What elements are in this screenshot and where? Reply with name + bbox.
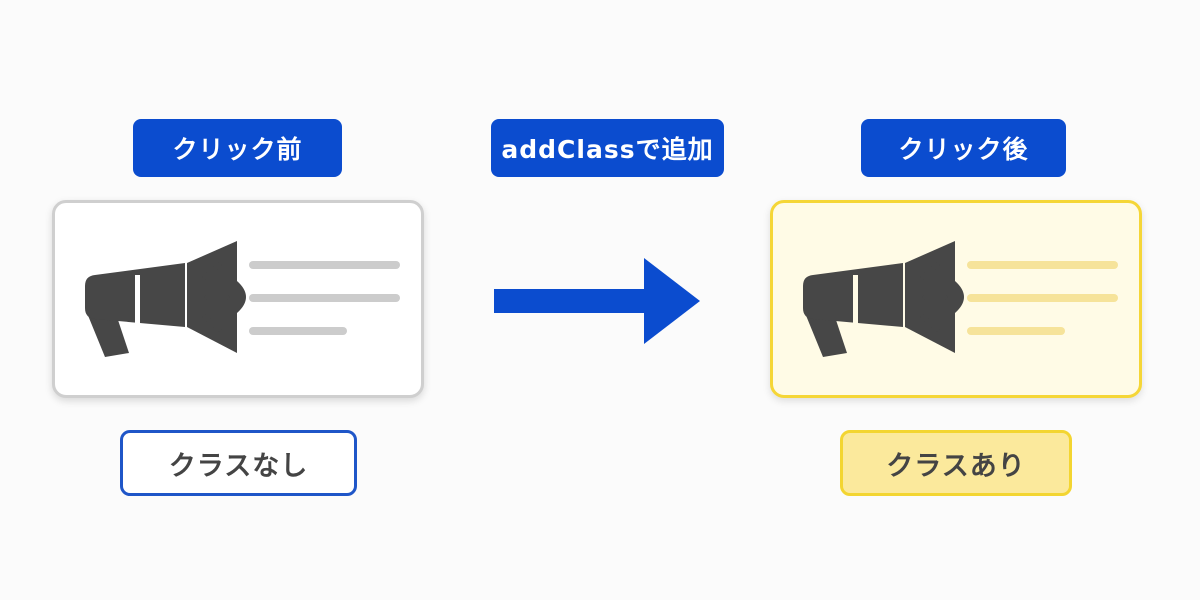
after-state-label: クラスあり bbox=[840, 430, 1072, 496]
after-card bbox=[770, 200, 1142, 398]
before-state-label: クラスなし bbox=[120, 430, 357, 496]
megaphone-icon bbox=[803, 241, 1118, 357]
before-card bbox=[52, 200, 424, 398]
megaphone-icon bbox=[85, 241, 400, 357]
action-label: addClassで追加 bbox=[491, 119, 724, 177]
after-title-label: クリック後 bbox=[861, 119, 1066, 177]
before-title-label: クリック前 bbox=[133, 119, 342, 177]
arrow-right-icon bbox=[494, 258, 700, 344]
